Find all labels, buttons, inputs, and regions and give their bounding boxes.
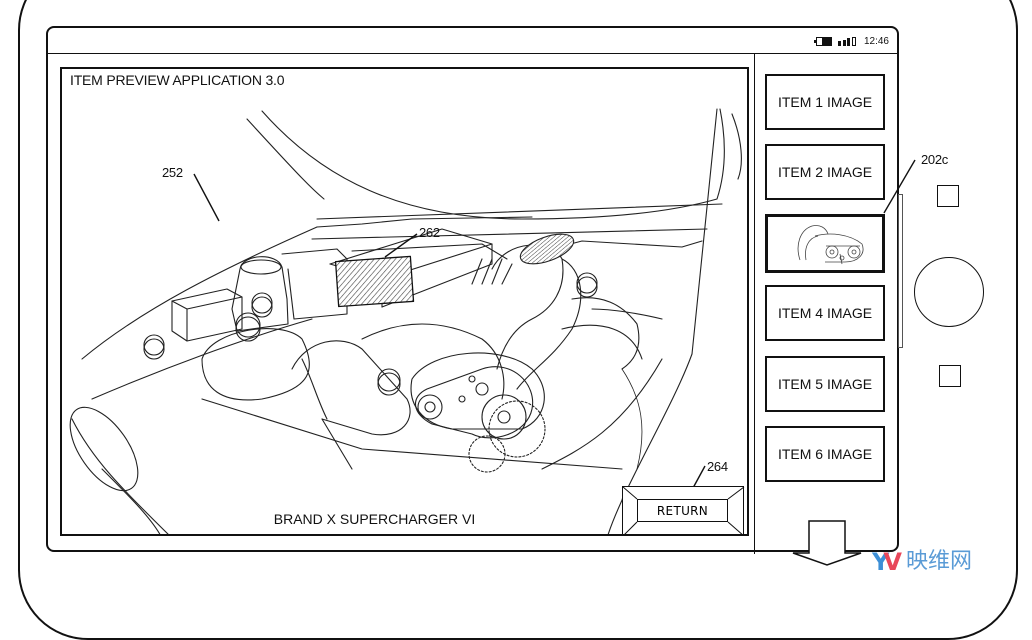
- fluid-cap: [143, 338, 165, 360]
- leader-line-252: [193, 173, 220, 222]
- thumbnail-item-4[interactable]: ITEM 4 IMAGE: [765, 285, 885, 341]
- battery-box: [171, 288, 243, 342]
- engine-bay-illustration[interactable]: [62, 69, 749, 536]
- fluid-cap: [251, 296, 273, 318]
- status-bar: 12:46: [48, 28, 897, 54]
- hardware-menu-button[interactable]: [939, 365, 961, 387]
- pulley: [475, 382, 489, 396]
- app-title: ITEM PREVIEW APPLICATION 3.0: [70, 72, 285, 88]
- item-thumbnail-sidebar: ITEM 1 IMAGE ITEM 2 IMAGE ITEM 4 IMAGE: [755, 54, 903, 566]
- leader-line-262: [384, 233, 418, 258]
- coolant-reservoir: [231, 256, 289, 332]
- sidebar-divider: [754, 54, 755, 554]
- product-name-text: BRAND X SUPERCHARGER VI: [273, 511, 476, 527]
- bevel-icon: [623, 487, 745, 534]
- product-name: BRAND X SUPERCHARGER VI: [62, 511, 747, 527]
- thumbnail-label: ITEM 4 IMAGE: [777, 305, 873, 321]
- fluid-cap: [235, 316, 261, 342]
- thumbnail-label: ITEM 1 IMAGE: [777, 94, 873, 110]
- watermark: YV 映维网: [872, 550, 972, 574]
- hood-outline: [261, 108, 725, 220]
- supercharger-thumbnail: [797, 224, 864, 264]
- signal-strength-icon: [838, 37, 856, 46]
- status-time: 12:46: [863, 36, 889, 47]
- pulley: [417, 394, 443, 420]
- return-button-label: RETURN: [637, 499, 728, 522]
- highlighted-part-262: [334, 255, 415, 308]
- watermark-logo: YV: [872, 548, 902, 576]
- headlight: [69, 406, 139, 492]
- status-icons: 12:46: [814, 36, 889, 47]
- device-screen: 12:46 ITEM PREVIEW APPLICATION 3.0: [46, 26, 903, 566]
- fluid-cap: [377, 372, 401, 396]
- ref-label-264: 264: [707, 459, 728, 474]
- thumbnail-item-2[interactable]: ITEM 2 IMAGE: [765, 144, 885, 200]
- pulley: [468, 435, 506, 473]
- thumbnail-label: ITEM 6 IMAGE: [777, 446, 873, 462]
- supercharger: [410, 352, 545, 430]
- fluid-cap: [576, 276, 598, 298]
- ref-label-202c: 202c: [921, 152, 948, 167]
- pulley: [481, 394, 527, 440]
- thumbnail-label: ITEM 5 IMAGE: [777, 376, 873, 392]
- thumbnail-item-1[interactable]: ITEM 1 IMAGE: [765, 74, 885, 130]
- ref-label-262: 262: [419, 225, 440, 240]
- thumbnail-item-5[interactable]: ITEM 5 IMAGE: [765, 356, 885, 412]
- drive-belt: [415, 366, 534, 439]
- air-filter: [519, 233, 575, 265]
- hardware-back-button[interactable]: [937, 185, 959, 207]
- intake-tube: [491, 244, 564, 370]
- arrow-down-icon[interactable]: [792, 520, 862, 566]
- sidebar-scrollbar[interactable]: [898, 194, 903, 348]
- watermark-text: 映维网: [905, 549, 972, 574]
- battery-icon: [814, 37, 833, 46]
- ref-label-252: 252: [162, 165, 183, 180]
- thumbnail-item-6[interactable]: ITEM 6 IMAGE: [765, 426, 885, 482]
- thumbnail-label: ITEM 2 IMAGE: [777, 164, 873, 180]
- hardware-home-button[interactable]: [914, 257, 984, 327]
- thumbnail-item-3-selected[interactable]: [765, 214, 885, 273]
- return-button[interactable]: RETURN: [622, 486, 745, 534]
- item-preview-window: ITEM PREVIEW APPLICATION 3.0: [60, 67, 749, 536]
